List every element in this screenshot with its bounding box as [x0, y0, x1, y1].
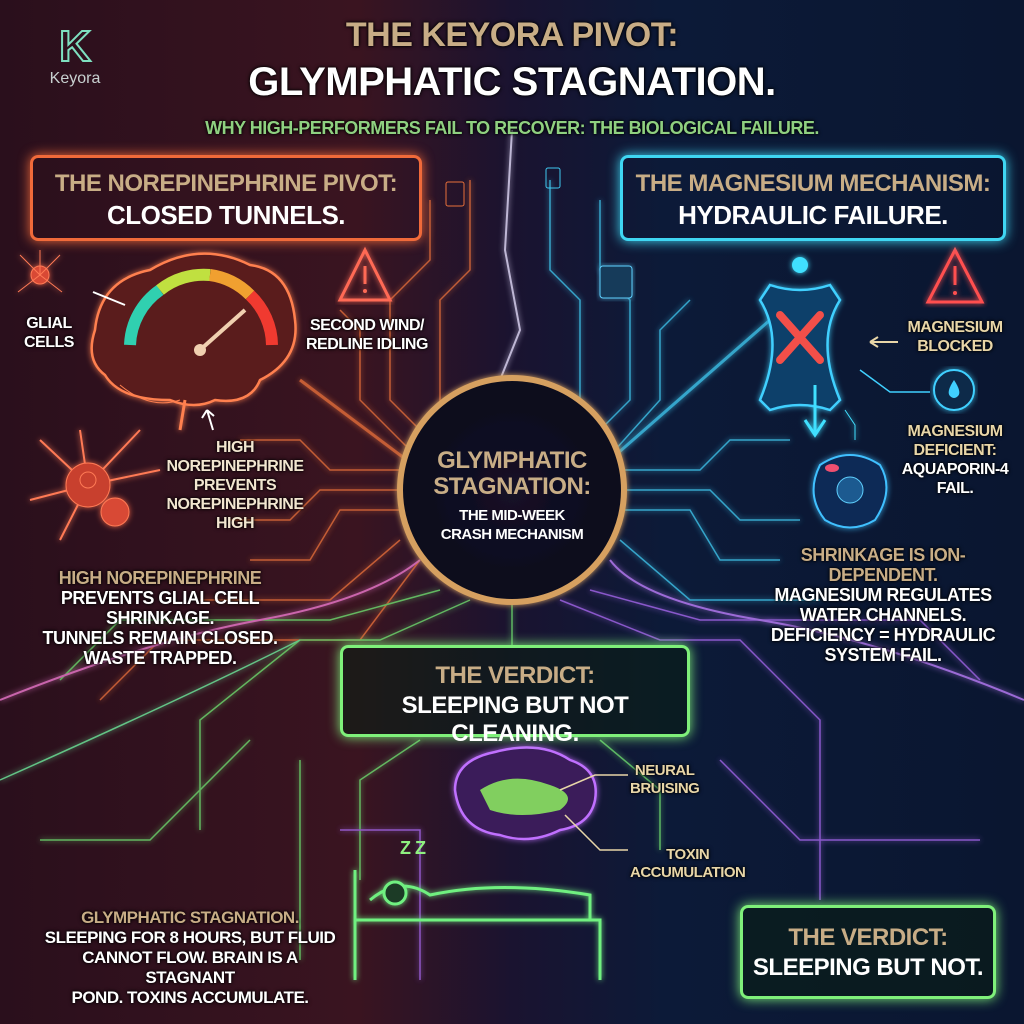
neuron-icon — [29, 429, 161, 541]
center-hub: GLYMPHATIC STAGNATION: THE MID-WEEK CRAS… — [433, 447, 591, 544]
page-title: GLYMPHATIC STAGNATION. — [248, 60, 776, 104]
norepinephrine-box: THE NOREPINEPHRINE PIVOT: CLOSED TUNNELS… — [30, 155, 422, 241]
left-summary: HIGH NOREPINEPHRINE PREVENTS GLIAL CELL … — [42, 568, 278, 668]
verdict-title: THE VERDICT: — [788, 924, 948, 951]
chip-icon — [445, 181, 465, 207]
box-title: THE MAGNESIUM MECHANISM: — [635, 170, 991, 197]
arrow-icon — [869, 336, 898, 348]
box-subtitle: CLOSED TUNNELS. — [106, 200, 346, 230]
chip-icon — [599, 265, 633, 299]
cell-icon — [812, 454, 888, 529]
logo-mark: K — [58, 22, 92, 71]
water-drop-icon — [933, 369, 975, 411]
warning-triangle-icon — [337, 246, 393, 302]
verdict-subtitle: SLEEPING BUT NOT CLEANING. — [401, 692, 629, 747]
neuron-icon — [17, 250, 63, 293]
logo: K Keyora — [40, 22, 110, 88]
logo-name: Keyora — [49, 70, 101, 87]
bottom-left-summary: GLYMPHATIC STAGNATION. SLEEPING FOR 8 HO… — [44, 908, 336, 1007]
right-summary: SHRINKAGE IS ION-DEPENDENT. MAGNESIUM RE… — [770, 545, 996, 665]
arrow-icon — [201, 409, 215, 431]
bottom-verdict-box: THE VERDICT: SLEEPING BUT NOT. — [740, 905, 996, 999]
pointer-line — [92, 291, 126, 306]
center-ring — [397, 375, 627, 605]
gauge-icon — [124, 268, 278, 356]
title-line1: THE KEYORA PIVOT: — [345, 16, 679, 54]
sleeping-person-icon — [353, 870, 602, 980]
aquaporin-channel-icon — [758, 257, 856, 440]
verdict-title: THE VERDICT: — [435, 662, 595, 689]
sleep-z-icon: Z Z — [400, 838, 426, 858]
box-subtitle: HYDRAULIC FAILURE. — [678, 200, 948, 230]
verdict-box: THE VERDICT: SLEEPING BUT NOT CLEANING. — [340, 645, 690, 747]
box-title: THE NOREPINEPHRINE PIVOT: — [54, 170, 398, 197]
brain-icon — [453, 746, 597, 841]
warning-triangle-icon — [925, 246, 985, 304]
subtitle: WHY HIGH-PERFORMERS FAIL TO RECOVER: THE… — [205, 118, 819, 138]
verdict-subtitle: SLEEPING BUT NOT. — [752, 954, 984, 981]
label-second-wind: SECOND WIND/REDLINE IDLING — [306, 317, 428, 353]
magnesium-box: THE MAGNESIUM MECHANISM: HYDRAULIC FAILU… — [620, 155, 1006, 241]
